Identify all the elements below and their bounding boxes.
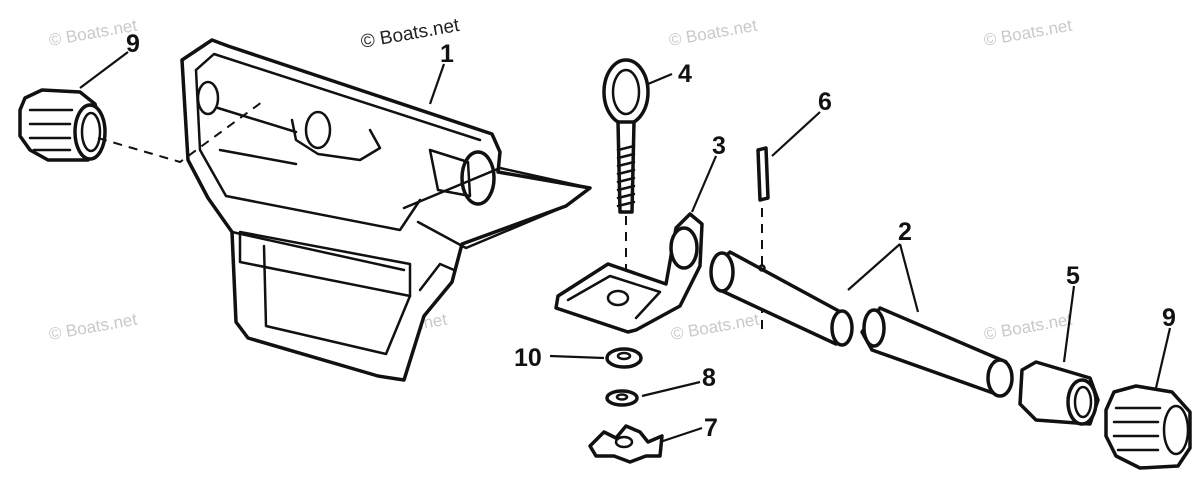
wing-nut bbox=[588, 424, 664, 464]
callout-7: 7 bbox=[704, 414, 718, 442]
leader-4 bbox=[647, 72, 673, 86]
callout-1: 1 bbox=[440, 40, 454, 68]
callout-4: 4 bbox=[678, 60, 692, 88]
leader-5 bbox=[1062, 285, 1076, 363]
callout-6: 6 bbox=[818, 88, 832, 116]
watermark-mid-center-right: © Boats.net bbox=[669, 310, 760, 344]
leader-1 bbox=[428, 63, 446, 105]
sleeve bbox=[1018, 360, 1100, 426]
lock-washer bbox=[605, 347, 643, 369]
leader-3 bbox=[690, 155, 718, 213]
leader-8 bbox=[641, 380, 701, 398]
watermark-top-left: © Boats.net bbox=[47, 16, 138, 50]
leader-10 bbox=[549, 354, 605, 360]
leader-7 bbox=[659, 426, 703, 444]
callout-3: 3 bbox=[712, 132, 726, 160]
watermark-mid-right: © Boats.net bbox=[982, 310, 1073, 344]
knob-left bbox=[18, 88, 107, 162]
leader-9-right bbox=[1154, 327, 1172, 389]
knob-left-centerline bbox=[97, 101, 263, 164]
callout-8: 8 bbox=[702, 364, 716, 392]
tube-lower bbox=[860, 306, 1014, 398]
leader-2 bbox=[847, 243, 920, 313]
watermark-top-center: © Boats.net bbox=[667, 16, 758, 50]
callout-9-right: 9 bbox=[1162, 304, 1176, 332]
flat-washer bbox=[605, 389, 639, 407]
callout-10: 10 bbox=[514, 344, 542, 372]
knob-right bbox=[1104, 384, 1192, 470]
leader-6 bbox=[771, 111, 821, 157]
leader-9-left bbox=[79, 51, 129, 89]
watermark-top-right: © Boats.net bbox=[982, 16, 1073, 50]
callout-5: 5 bbox=[1066, 262, 1080, 290]
eye-bolt bbox=[602, 58, 650, 214]
callout-9-left: 9 bbox=[126, 30, 140, 58]
angle-bracket bbox=[554, 212, 704, 334]
callout-2: 2 bbox=[898, 218, 912, 246]
watermark-mid-left: © Boats.net bbox=[47, 310, 138, 344]
bracket-housing bbox=[180, 38, 592, 382]
pin bbox=[756, 146, 770, 202]
tube-upper bbox=[709, 250, 854, 347]
